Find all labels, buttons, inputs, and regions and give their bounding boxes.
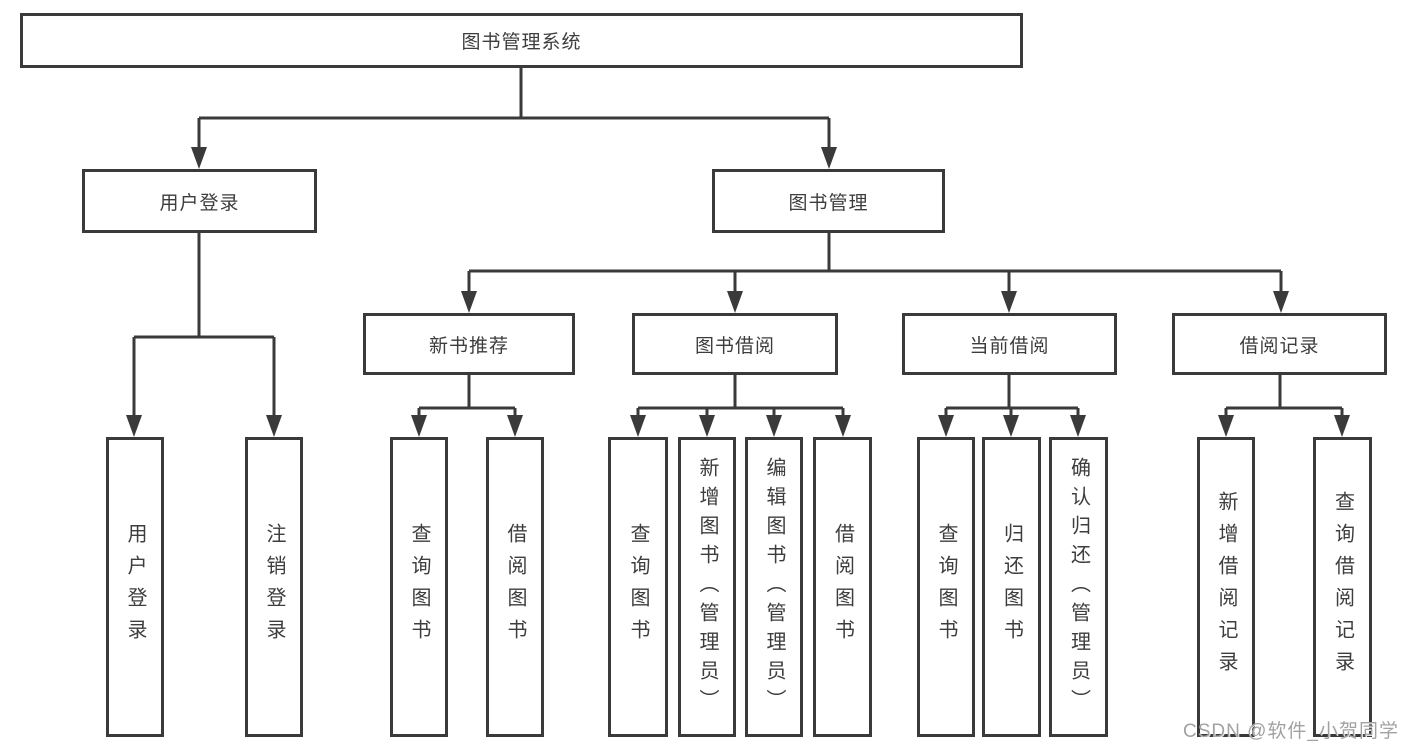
leaf-node-edit-book-admin: 编辑图书（管理员） [745,437,803,737]
leaf-node-label: 用户登录 [124,523,146,651]
leaf-node-label: 新增借阅记录 [1215,491,1237,683]
leaf-node-user-login: 用户登录 [106,437,164,737]
leaf-node-label: 借阅图书 [504,523,526,651]
group-node-label: 新书推荐 [428,335,509,357]
leaf-node-query-books-current: 查询图书 [917,437,975,737]
leaf-node-return-book: 归还图书 [982,437,1041,737]
branch-node-label: 图书管理 [788,192,869,214]
leaf-node-label: 确认归还（管理员） [1067,456,1090,718]
group-node-label: 借阅记录 [1239,335,1320,357]
branch-node-label: 用户登录 [159,192,240,214]
leaf-node-query-books-recommend: 查询图书 [390,437,448,737]
leaf-node-label: 查询图书 [408,523,430,651]
arrowheads [126,147,1350,437]
leaf-node-label: 注销登录 [263,523,285,651]
leaf-node-query-books-borrow: 查询图书 [608,437,668,737]
branch-node-user-login: 用户登录 [82,169,317,233]
group-node-current-borrow: 当前借阅 [902,313,1117,375]
branch-node-book-management: 图书管理 [712,169,945,233]
root-node-label: 图书管理系统 [461,32,582,53]
leaf-node-logout: 注销登录 [245,437,303,737]
group-node-label: 当前借阅 [969,335,1050,357]
leaf-node-label: 查询图书 [935,523,957,651]
leaf-node-label: 归还图书 [1000,523,1023,651]
leaf-node-label: 查询借阅记录 [1331,491,1354,683]
group-node-new-books: 新书推荐 [363,313,575,375]
group-node-book-borrow: 图书借阅 [632,313,838,375]
leaf-node-add-book-admin: 新增图书（管理员） [678,437,736,737]
leaf-node-borrow-books-recommend: 借阅图书 [486,437,544,737]
leaf-node-label: 借阅图书 [831,523,854,651]
group-node-label: 图书借阅 [694,335,775,357]
leaf-node-add-borrow-record: 新增借阅记录 [1197,437,1255,737]
leaf-node-query-borrow-record: 查询借阅记录 [1313,437,1372,737]
group-node-borrow-records: 借阅记录 [1172,313,1387,375]
leaf-node-label: 新增图书（管理员） [696,456,718,718]
root-node-system: 图书管理系统 [20,13,1023,68]
csdn-watermark: CSDN @软件_小贺同学 [1183,721,1399,742]
connector-segments [132,67,1344,420]
leaf-node-label: 编辑图书（管理员） [763,456,785,718]
leaf-node-confirm-return-admin: 确认归还（管理员） [1049,437,1108,737]
leaf-node-borrow-books: 借阅图书 [813,437,872,737]
leaf-node-label: 查询图书 [627,523,649,651]
